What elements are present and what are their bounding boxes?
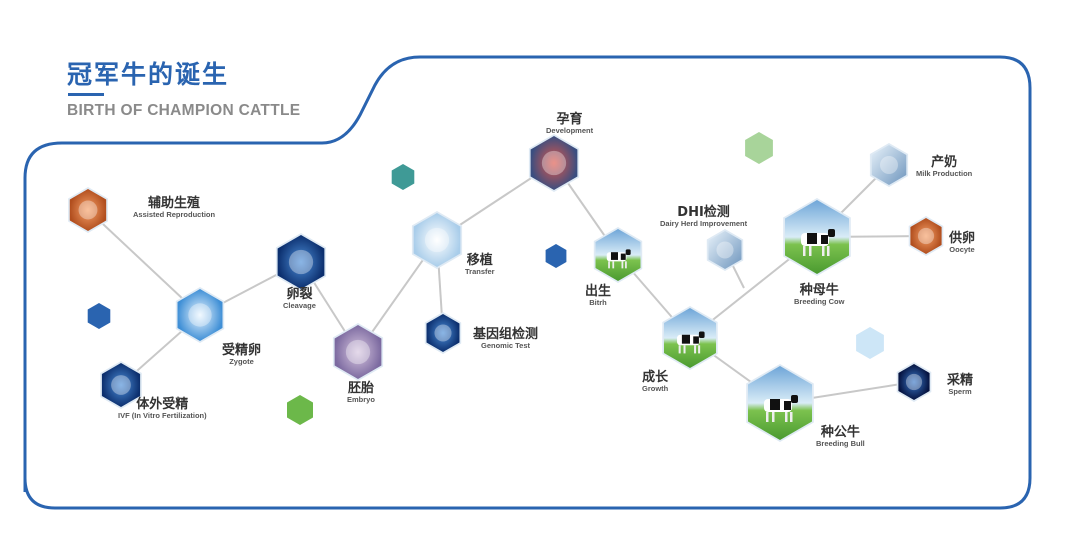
dna-icon: [426, 314, 460, 352]
label-en: Transfer: [465, 266, 495, 276]
uterus-icon: [413, 213, 461, 267]
label-cn: 出生: [585, 284, 612, 299]
node-bull: [746, 364, 814, 442]
label-en: Bitrh: [589, 297, 607, 307]
node-dhi: [706, 229, 744, 271]
cattle-silhouette-icon: [606, 249, 631, 269]
label-cn: 基因组检测: [473, 327, 539, 342]
label-cn: 卵裂: [286, 287, 313, 302]
label-cn: 受精卵: [222, 343, 262, 358]
embryo-icon: [334, 325, 382, 379]
label-en: Dairy Herd Improvement: [660, 218, 748, 228]
cattle-silhouette-icon: [764, 395, 798, 422]
label-en: Embryo: [347, 394, 375, 404]
label-en: Genomic Test: [480, 340, 531, 350]
decorative-hexagon: [87, 303, 111, 329]
page-subtitle: BIRTH OF CHAMPION CATTLE: [67, 102, 301, 119]
node-cleavage: [275, 233, 327, 291]
decorative-hexagon: [745, 132, 773, 164]
label-cn: 成长: [642, 370, 669, 385]
decorative-hexagon: [287, 395, 313, 425]
label-cn: 种公牛: [820, 425, 860, 440]
label-cn: DHI检测: [677, 205, 730, 220]
node-cow: [783, 198, 851, 276]
label-cn: 种母牛: [799, 283, 839, 298]
label-en: Assisted Reproduction: [133, 209, 216, 219]
node-ivf: [100, 361, 142, 409]
node-sperm: [896, 362, 932, 402]
label-en: Breeding Bull: [816, 438, 865, 448]
page-title: 冠军牛的诞生: [67, 60, 230, 89]
label-cn: 采精: [947, 373, 974, 388]
node-birth: [593, 227, 643, 283]
label-en: Zygote: [229, 356, 254, 366]
node-development: [528, 134, 580, 192]
title-divider: [68, 93, 104, 96]
label-cn: 胚胎: [347, 381, 374, 396]
connector-line-assisted-zygote: [87, 209, 201, 316]
label-cn: 移植: [466, 253, 493, 268]
node-genomic: [424, 312, 462, 354]
node-zygote: [175, 287, 225, 343]
label-cn: 辅助生殖: [148, 196, 201, 211]
decorative-hexagon: [856, 327, 884, 359]
node-milk: [869, 143, 909, 187]
label-en: IVF (In Vitro Fertilization): [118, 410, 207, 420]
label-en: Cleavage: [283, 300, 316, 310]
label-cn: 供卵: [949, 231, 976, 246]
label-cn: 体外受精: [136, 397, 189, 412]
egg-cell-icon: [69, 189, 107, 231]
node-embryo: [332, 323, 384, 381]
milk-tank-icon: [871, 145, 907, 185]
node-growth: [662, 306, 718, 370]
label-cn: 孕育: [556, 112, 583, 127]
fetus-icon: [530, 136, 578, 190]
node-assisted: [68, 187, 108, 233]
sperm-icon: [898, 364, 930, 400]
oocyte-icon: [910, 218, 942, 254]
label-cn: 产奶: [931, 155, 958, 170]
label-en: Breeding Cow: [794, 296, 845, 306]
zygote-icon: [177, 289, 223, 341]
cattle-silhouette-icon: [677, 331, 705, 354]
label-en: Sperm: [948, 386, 972, 396]
milking-machine-icon: [708, 231, 742, 269]
node-transfer: [411, 211, 463, 269]
label-en: Milk Production: [916, 168, 973, 178]
ivf-cell-icon: [101, 363, 141, 407]
decorative-hexagon: [545, 244, 567, 268]
frame-border: [23, 55, 1032, 510]
label-en: Development: [546, 125, 594, 135]
node-oocyte: [908, 216, 944, 256]
label-en: Oocyte: [949, 244, 975, 254]
cleavage-icon: [277, 235, 325, 289]
cattle-silhouette-icon: [801, 229, 835, 256]
label-en: Growth: [642, 383, 669, 393]
decorative-hexagon: [391, 164, 415, 190]
